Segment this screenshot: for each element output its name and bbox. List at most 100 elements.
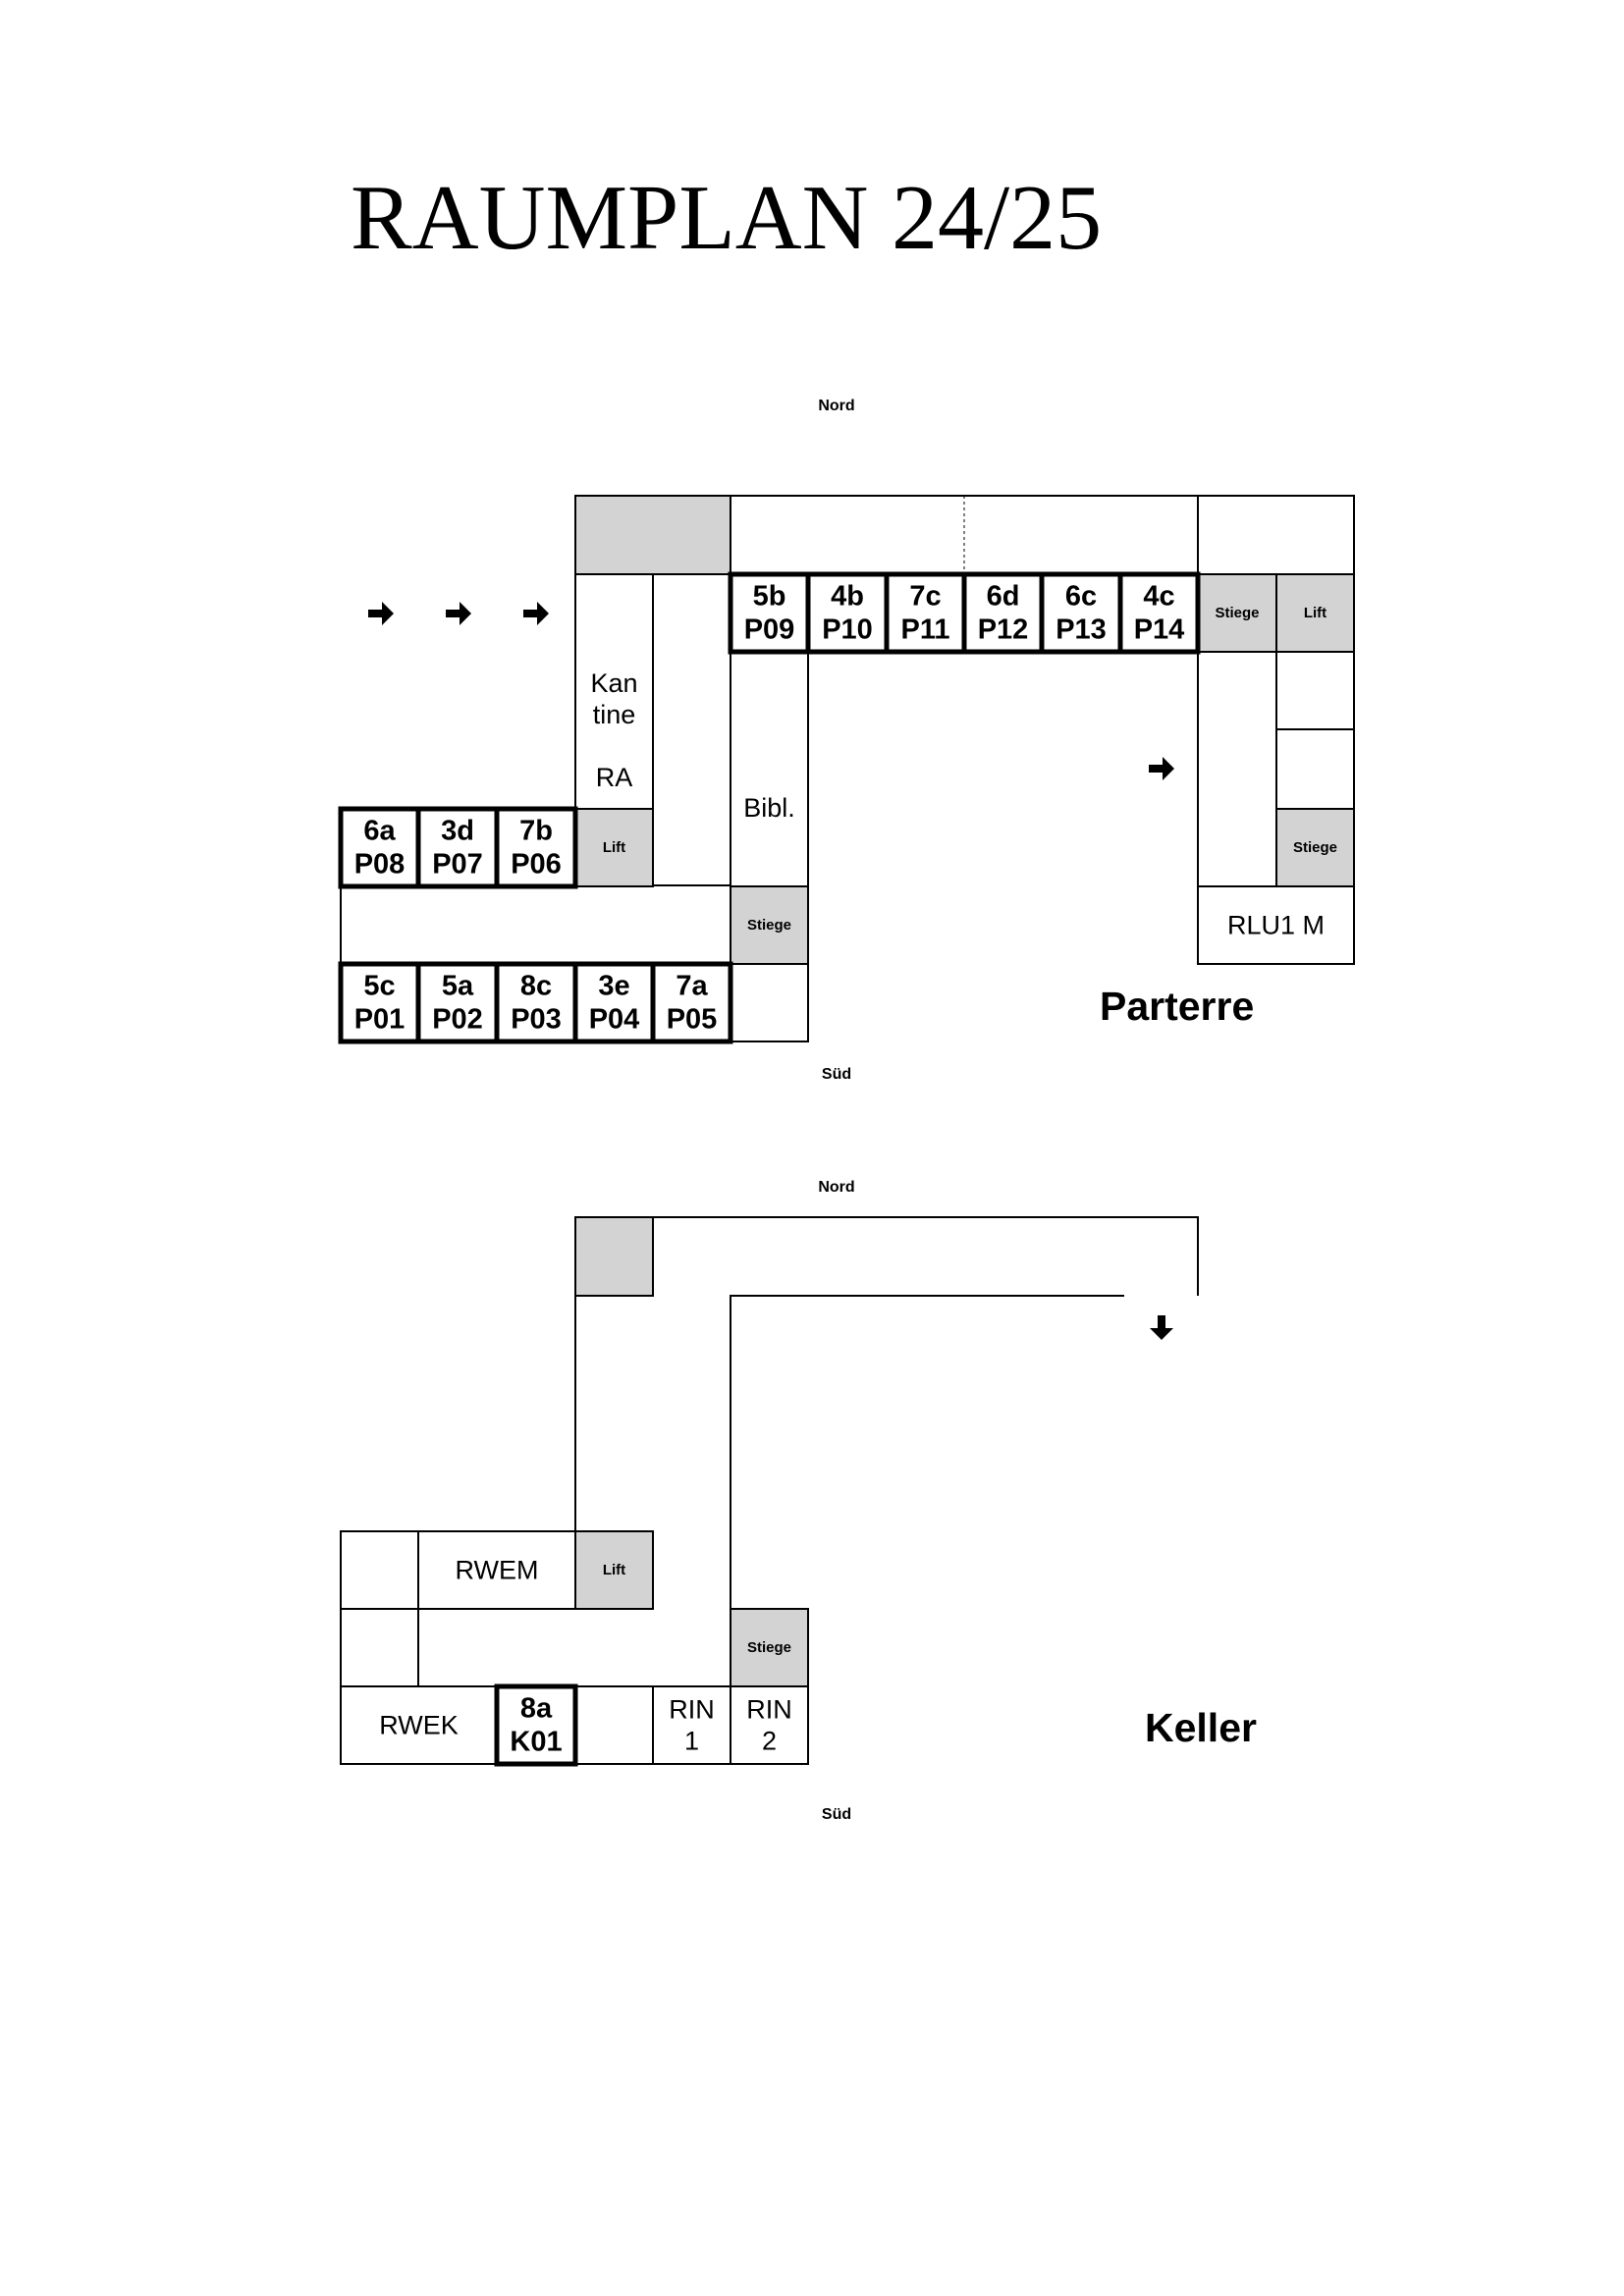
room-label: 7b — [519, 816, 553, 847]
room-label: Lift — [1304, 605, 1326, 621]
room-box — [574, 1216, 654, 1297]
room-label: P04 — [589, 1004, 640, 1036]
compass-north-keller: Nord — [818, 1179, 854, 1196]
room-label: 5a — [442, 971, 474, 1002]
room-box — [730, 1608, 809, 1687]
room-stiege-ost: Stiege — [1275, 808, 1355, 887]
room-lift-west: Lift — [574, 808, 654, 887]
right-arrow-icon — [446, 602, 471, 625]
compass-north-parterre: Nord — [818, 398, 854, 414]
room-label: 1 — [684, 1727, 699, 1756]
room-label: 3e — [598, 971, 629, 1002]
room-label: P11 — [901, 614, 950, 646]
room-label: 2 — [762, 1727, 777, 1756]
room-label: RA — [596, 763, 633, 792]
room-box — [652, 1685, 731, 1765]
room-box — [884, 571, 967, 655]
room-rwek: RWEK — [340, 1685, 498, 1765]
room-label: P06 — [511, 849, 562, 881]
room-label: RWEM — [456, 1556, 539, 1585]
room-box — [494, 1683, 578, 1767]
room-label: tine — [593, 700, 636, 729]
room-box — [730, 885, 809, 965]
room-label: Lift — [603, 1562, 625, 1578]
room-box — [1117, 571, 1201, 655]
room-box — [415, 961, 500, 1044]
room-label: P09 — [744, 614, 795, 646]
room-ecke-nw — [574, 495, 731, 575]
room-label: K01 — [510, 1727, 562, 1758]
room-label: Stiege — [1293, 839, 1337, 856]
room-label: 4b — [831, 581, 864, 613]
room-label: 3d — [441, 816, 474, 847]
floor-name-keller: Keller — [1145, 1705, 1257, 1750]
room-box — [494, 806, 578, 889]
room-label: RLU1 M — [1227, 911, 1325, 940]
room-label: 4c — [1143, 581, 1174, 613]
room-label: P07 — [432, 849, 483, 881]
room-stiege-mitte: Stiege — [730, 885, 809, 965]
room-label: 7a — [676, 971, 708, 1002]
room-box — [805, 571, 890, 655]
room-label: P10 — [822, 614, 873, 646]
room-lift-ost: Lift — [1275, 573, 1355, 653]
room-box — [1275, 808, 1355, 887]
room-label: 7c — [909, 581, 941, 613]
room-box — [574, 1530, 654, 1610]
room-rlu1: RLU1 M — [1197, 885, 1355, 965]
room-raum-k1 — [340, 1530, 419, 1610]
room-label: P03 — [511, 1004, 562, 1036]
down-arrow-icon — [1150, 1315, 1173, 1340]
room-label: 6a — [363, 816, 396, 847]
room-label: RWEK — [379, 1711, 459, 1740]
room-box — [574, 808, 654, 887]
room-label: P08 — [354, 849, 406, 881]
room-label: Stiege — [747, 917, 791, 934]
room-box — [574, 1685, 654, 1765]
room-box — [338, 961, 421, 1044]
room-box — [1275, 728, 1355, 810]
room-box — [340, 1530, 419, 1610]
room-box — [1275, 651, 1355, 730]
room-raum-k3 — [574, 1685, 654, 1765]
room-box — [340, 1685, 498, 1765]
room-ecke-nw-k — [574, 1216, 654, 1297]
room-label: P12 — [978, 614, 1029, 646]
room-label: Stiege — [747, 1639, 791, 1656]
page-title: RAUMPLAN 24/25 — [351, 167, 1102, 269]
room-label: RIN — [746, 1695, 792, 1725]
room-label: P01 — [354, 1004, 406, 1036]
room-label: P05 — [667, 1004, 718, 1036]
room-raum-sued — [730, 963, 809, 1042]
room-raum-k2 — [340, 1608, 419, 1687]
room-label: Stiege — [1215, 605, 1259, 621]
room-box — [574, 495, 731, 575]
room-box — [1197, 573, 1277, 653]
room-label: Kan — [590, 668, 637, 698]
right-arrow-icon — [368, 602, 394, 625]
room-box — [730, 1685, 809, 1765]
room-label: RIN — [669, 1695, 715, 1725]
room-stiege-nordost: Stiege — [1197, 573, 1277, 653]
room-box — [1197, 885, 1355, 965]
room-stiege-k: Stiege — [730, 1608, 809, 1687]
right-arrow-icon — [1149, 757, 1174, 780]
room-label: 5b — [753, 581, 786, 613]
